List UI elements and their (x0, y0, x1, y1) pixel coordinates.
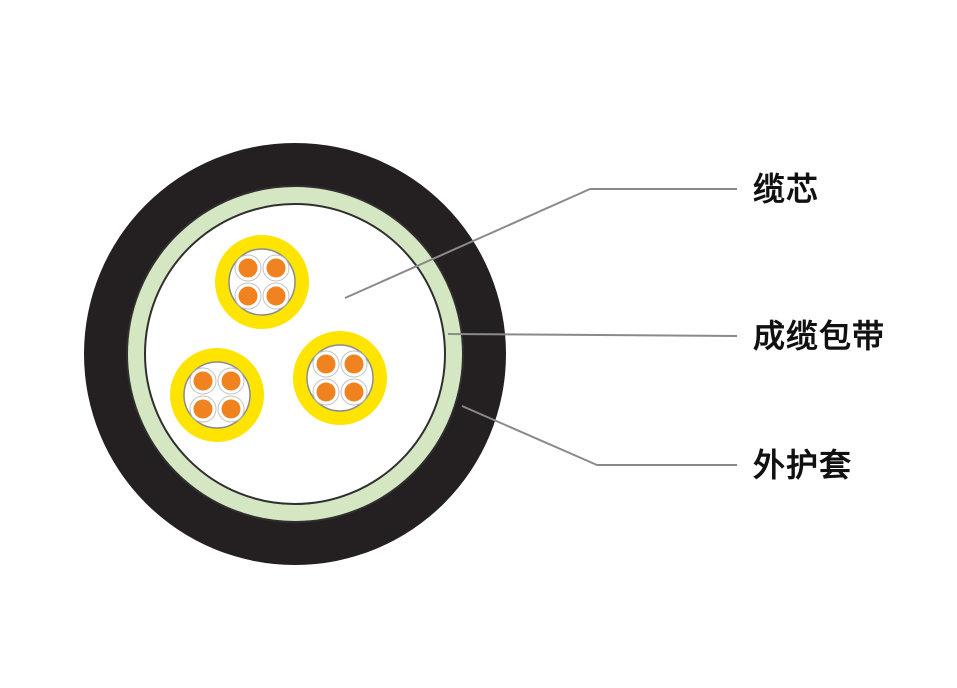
leader-line-tape (447, 333, 738, 337)
leader-line-sheath (461, 405, 737, 466)
cable-core-unit-bottom-right (292, 330, 388, 426)
leader-line-core (344, 188, 737, 299)
label-wrapping-tape: 成缆包带 (753, 318, 886, 354)
cable-core-unit-top (214, 234, 310, 330)
cable-core-unit-bottom-left (169, 347, 265, 443)
label-cable-core: 缆芯 (753, 171, 820, 207)
label-outer-sheath: 外护套 (753, 447, 853, 483)
